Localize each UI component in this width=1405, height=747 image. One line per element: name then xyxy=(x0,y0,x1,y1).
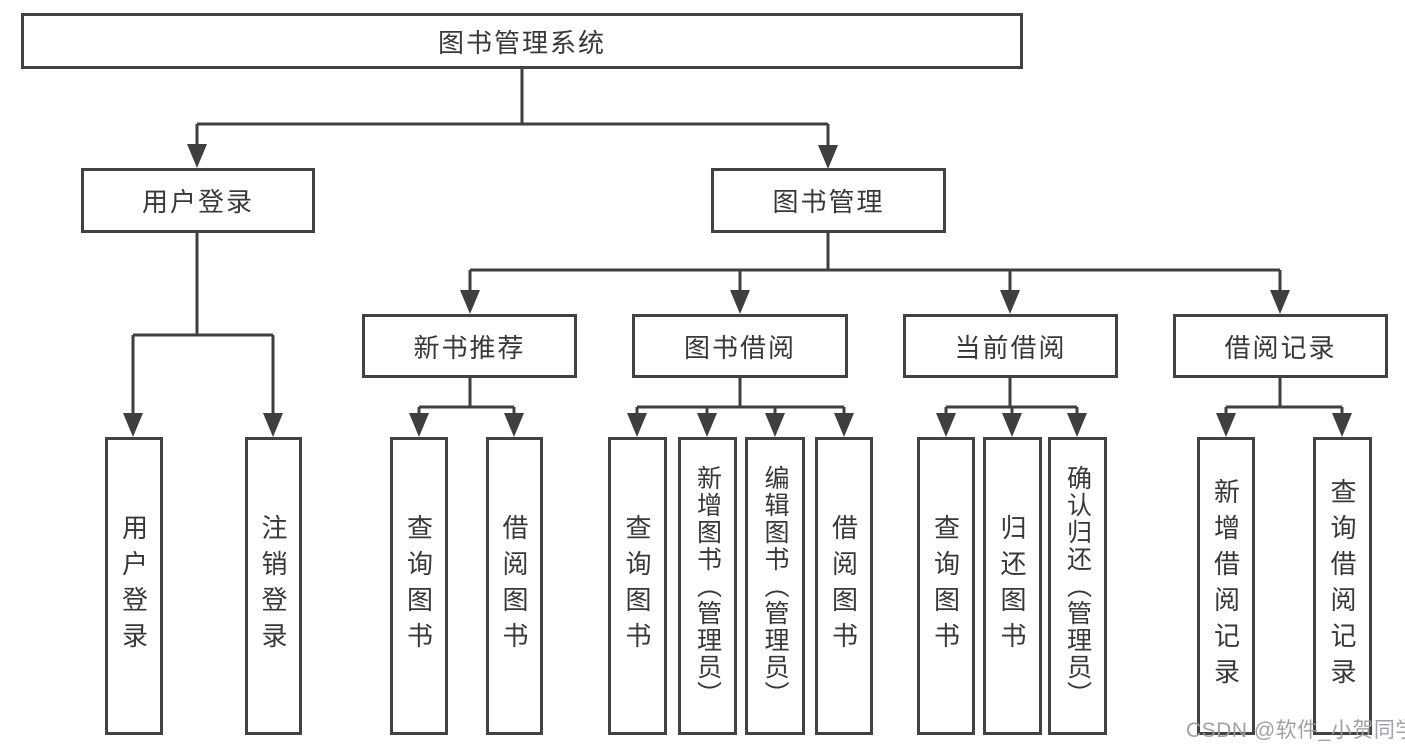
node-current-borrowing: 当前借阅 xyxy=(903,314,1118,378)
leaf-edit-book-admin: 编辑图书（管理员） xyxy=(745,437,805,735)
node-user-login: 用户登录 xyxy=(81,168,315,233)
arrowheads xyxy=(123,144,1352,437)
node-library-management-system: 图书管理系统 xyxy=(21,13,1023,69)
leaf-query-books-borrowing: 查询图书 xyxy=(608,437,667,735)
leaf-borrow-books-recommend: 借阅图书 xyxy=(486,437,543,735)
leaf-return-book: 归还图书 xyxy=(983,437,1042,735)
leaf-logout: 注销登录 xyxy=(245,437,302,735)
leaf-user-login: 用户登录 xyxy=(105,437,163,735)
leaf-query-books-recommend: 查询图书 xyxy=(390,437,448,735)
node-book-management: 图书管理 xyxy=(711,168,946,233)
node-new-book-recommendation: 新书推荐 xyxy=(362,314,577,378)
node-borrowing-records: 借阅记录 xyxy=(1173,314,1388,378)
node-book-borrowing: 图书借阅 xyxy=(632,314,848,378)
leaf-query-borrow-record: 查询借阅记录 xyxy=(1313,437,1372,735)
leaf-add-book-admin: 新增图书（管理员） xyxy=(678,437,737,735)
leaf-query-books-current: 查询图书 xyxy=(917,437,975,735)
leaf-borrow-books-borrowing: 借阅图书 xyxy=(815,437,873,735)
csdn-watermark: CSDN @软件_小贺同学 xyxy=(1186,719,1405,742)
leaf-confirm-return-admin: 确认归还（管理员） xyxy=(1048,437,1107,735)
leaf-add-borrow-record: 新增借阅记录 xyxy=(1197,437,1255,735)
tree-lines xyxy=(131,68,1344,418)
